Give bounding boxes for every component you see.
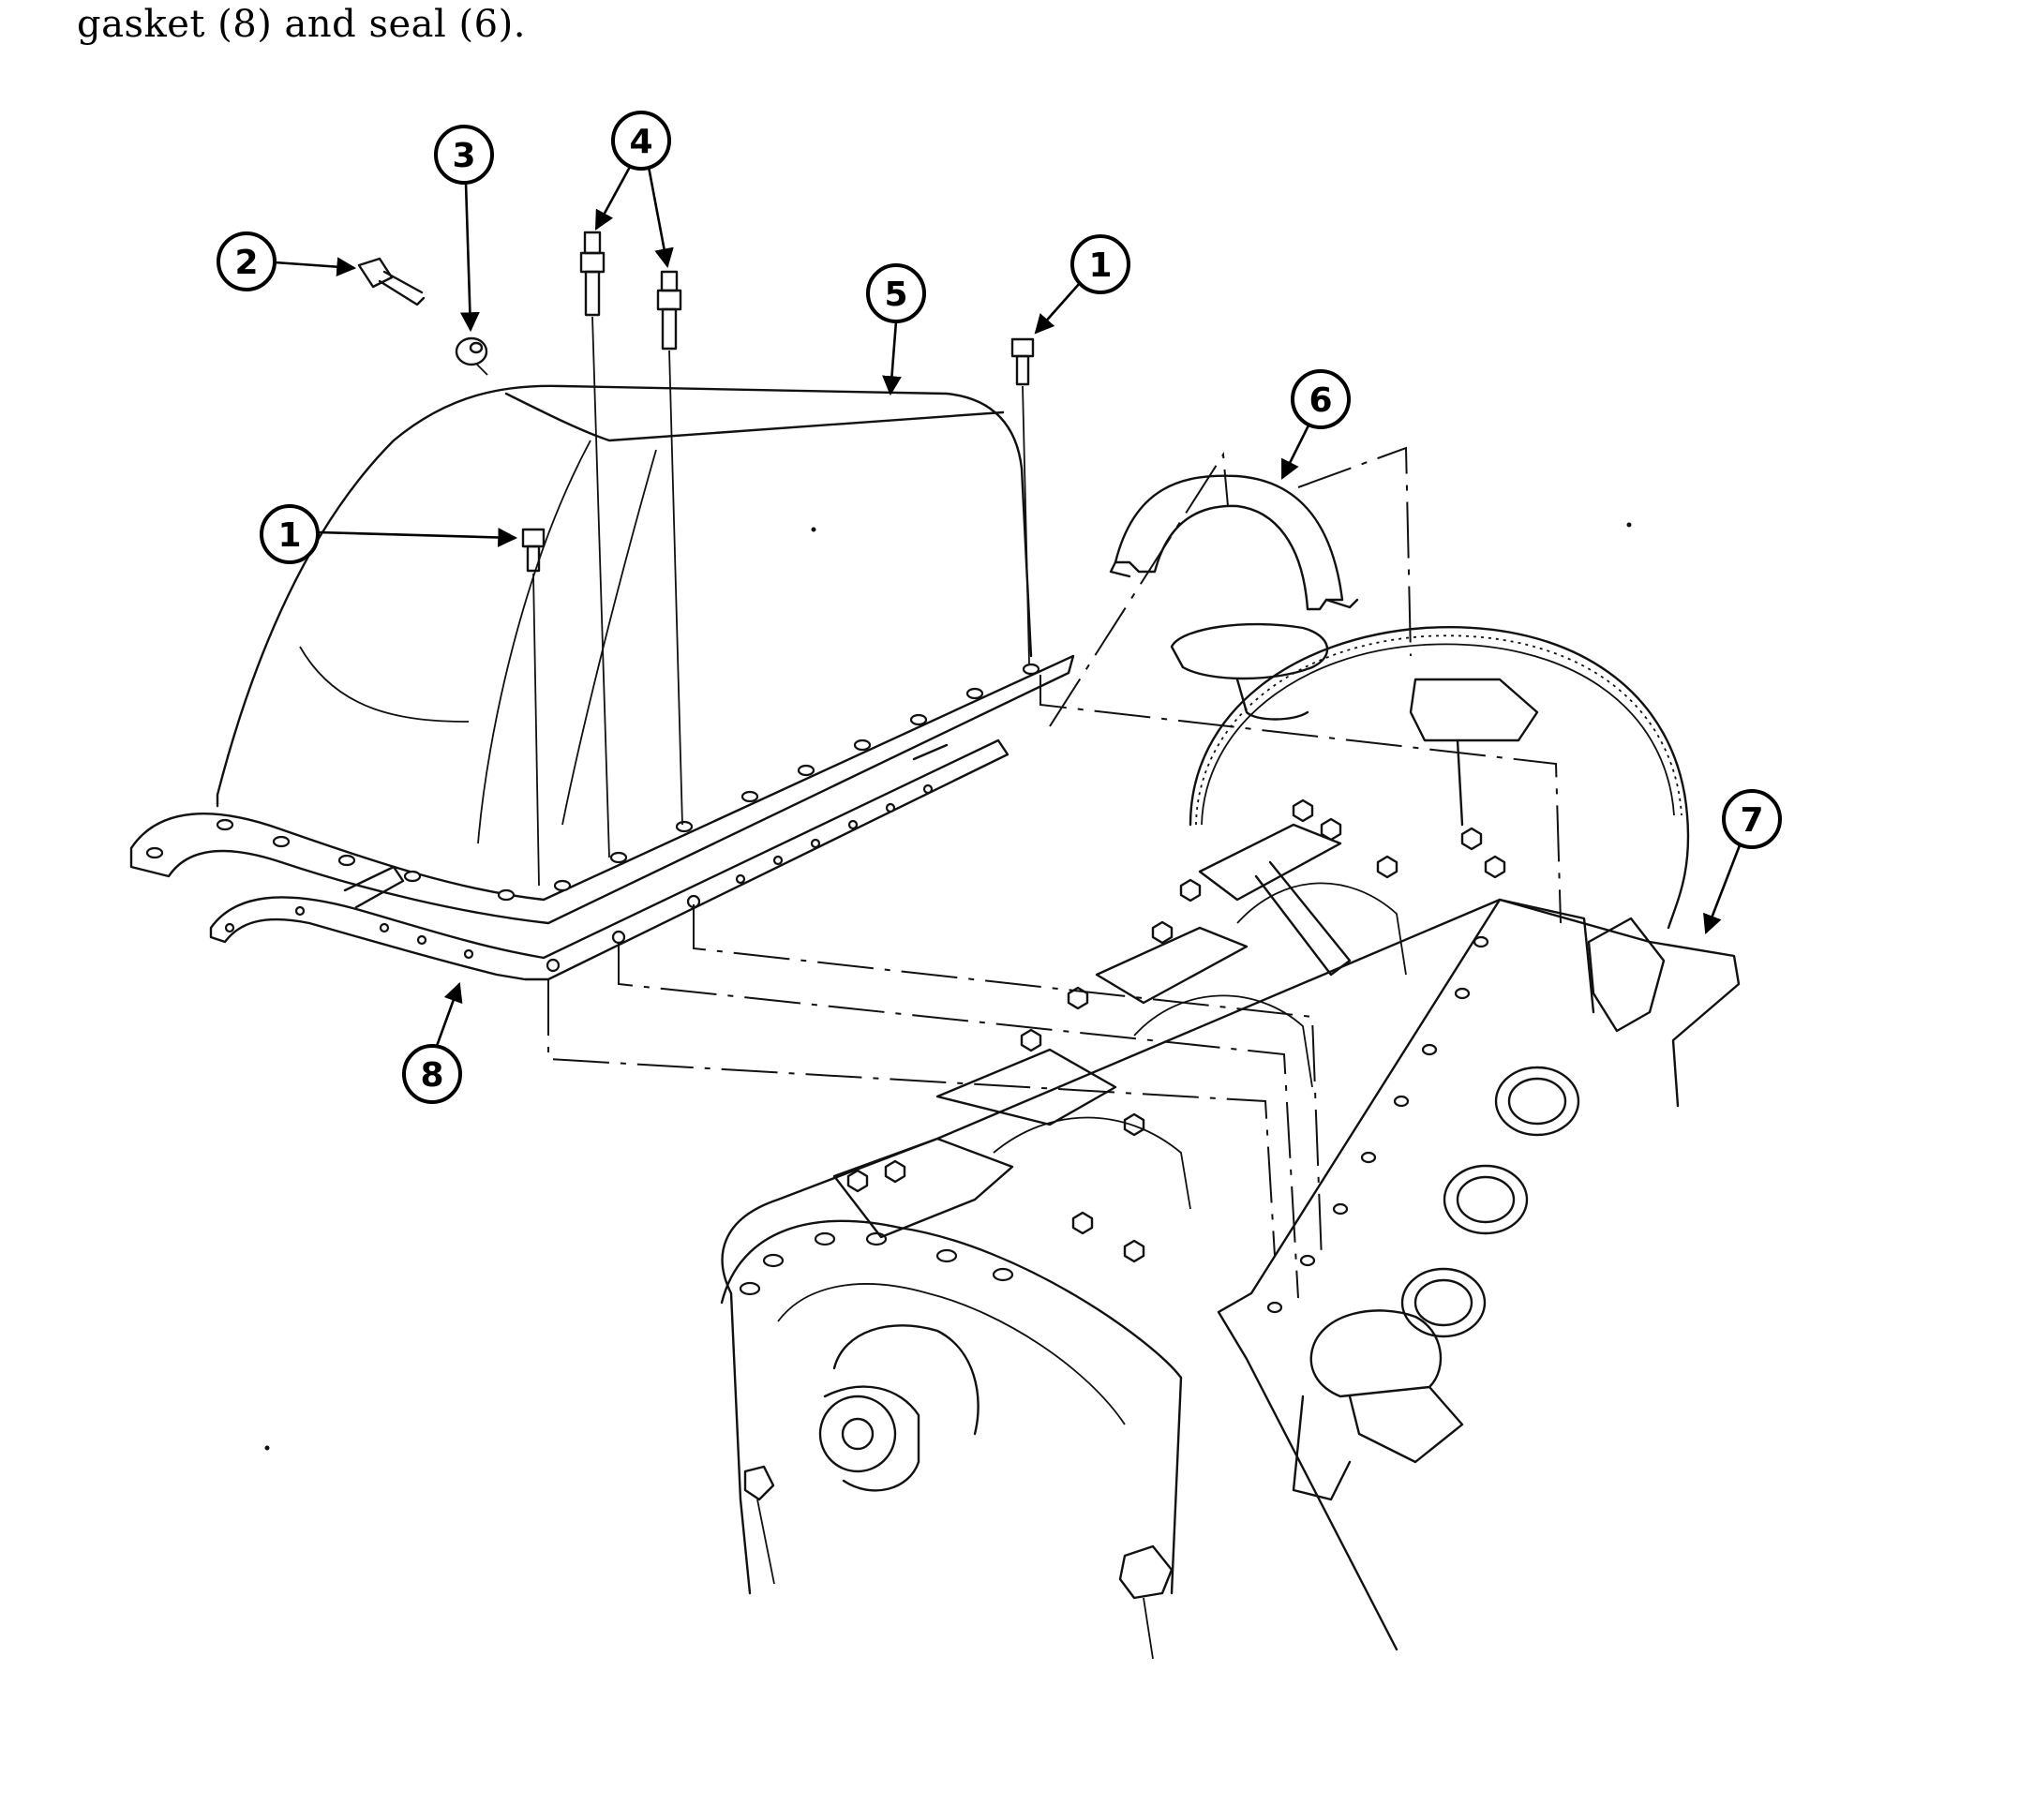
callout-1-left: 1 <box>260 504 518 564</box>
caption-text: gasket (8) and seal (6). <box>77 3 526 46</box>
callout-5: 5 <box>866 263 926 396</box>
block-bolt-heads <box>846 798 1506 1263</box>
callout-8: 8 <box>402 982 463 1104</box>
callout-7: 7 <box>1703 789 1782 934</box>
svg-text:8: 8 <box>420 1056 443 1095</box>
svg-text:1: 1 <box>277 516 301 555</box>
oil-pan-gasket <box>209 738 1009 981</box>
callout-6: 6 <box>1280 369 1351 480</box>
svg-text:6: 6 <box>1309 381 1332 420</box>
callout-1-right: 1 <box>1034 234 1130 335</box>
svg-text:2: 2 <box>234 244 258 282</box>
bolt-1-right <box>1010 337 1035 386</box>
gasket-holes <box>224 783 934 973</box>
svg-text:4: 4 <box>629 123 652 161</box>
bolt-1-left <box>521 528 546 573</box>
pan-flange-holes <box>145 663 1040 902</box>
engine-block <box>720 622 1741 1660</box>
callout-4: 4 <box>594 111 674 269</box>
washer-3 <box>455 336 488 366</box>
callout-2: 2 <box>217 231 357 291</box>
rear-main-seal <box>1109 474 1359 611</box>
svg-text:7: 7 <box>1740 801 1763 840</box>
svg-text:5: 5 <box>884 276 907 314</box>
oil-pan <box>129 384 1075 925</box>
alignment-lines <box>475 316 1562 1299</box>
bolt-2 <box>357 257 426 306</box>
svg-text:1: 1 <box>1088 246 1112 285</box>
expansion-plugs <box>1400 1066 1580 1338</box>
studs-4 <box>579 231 682 351</box>
svg-text:3: 3 <box>452 137 475 175</box>
callout-3: 3 <box>434 125 494 333</box>
